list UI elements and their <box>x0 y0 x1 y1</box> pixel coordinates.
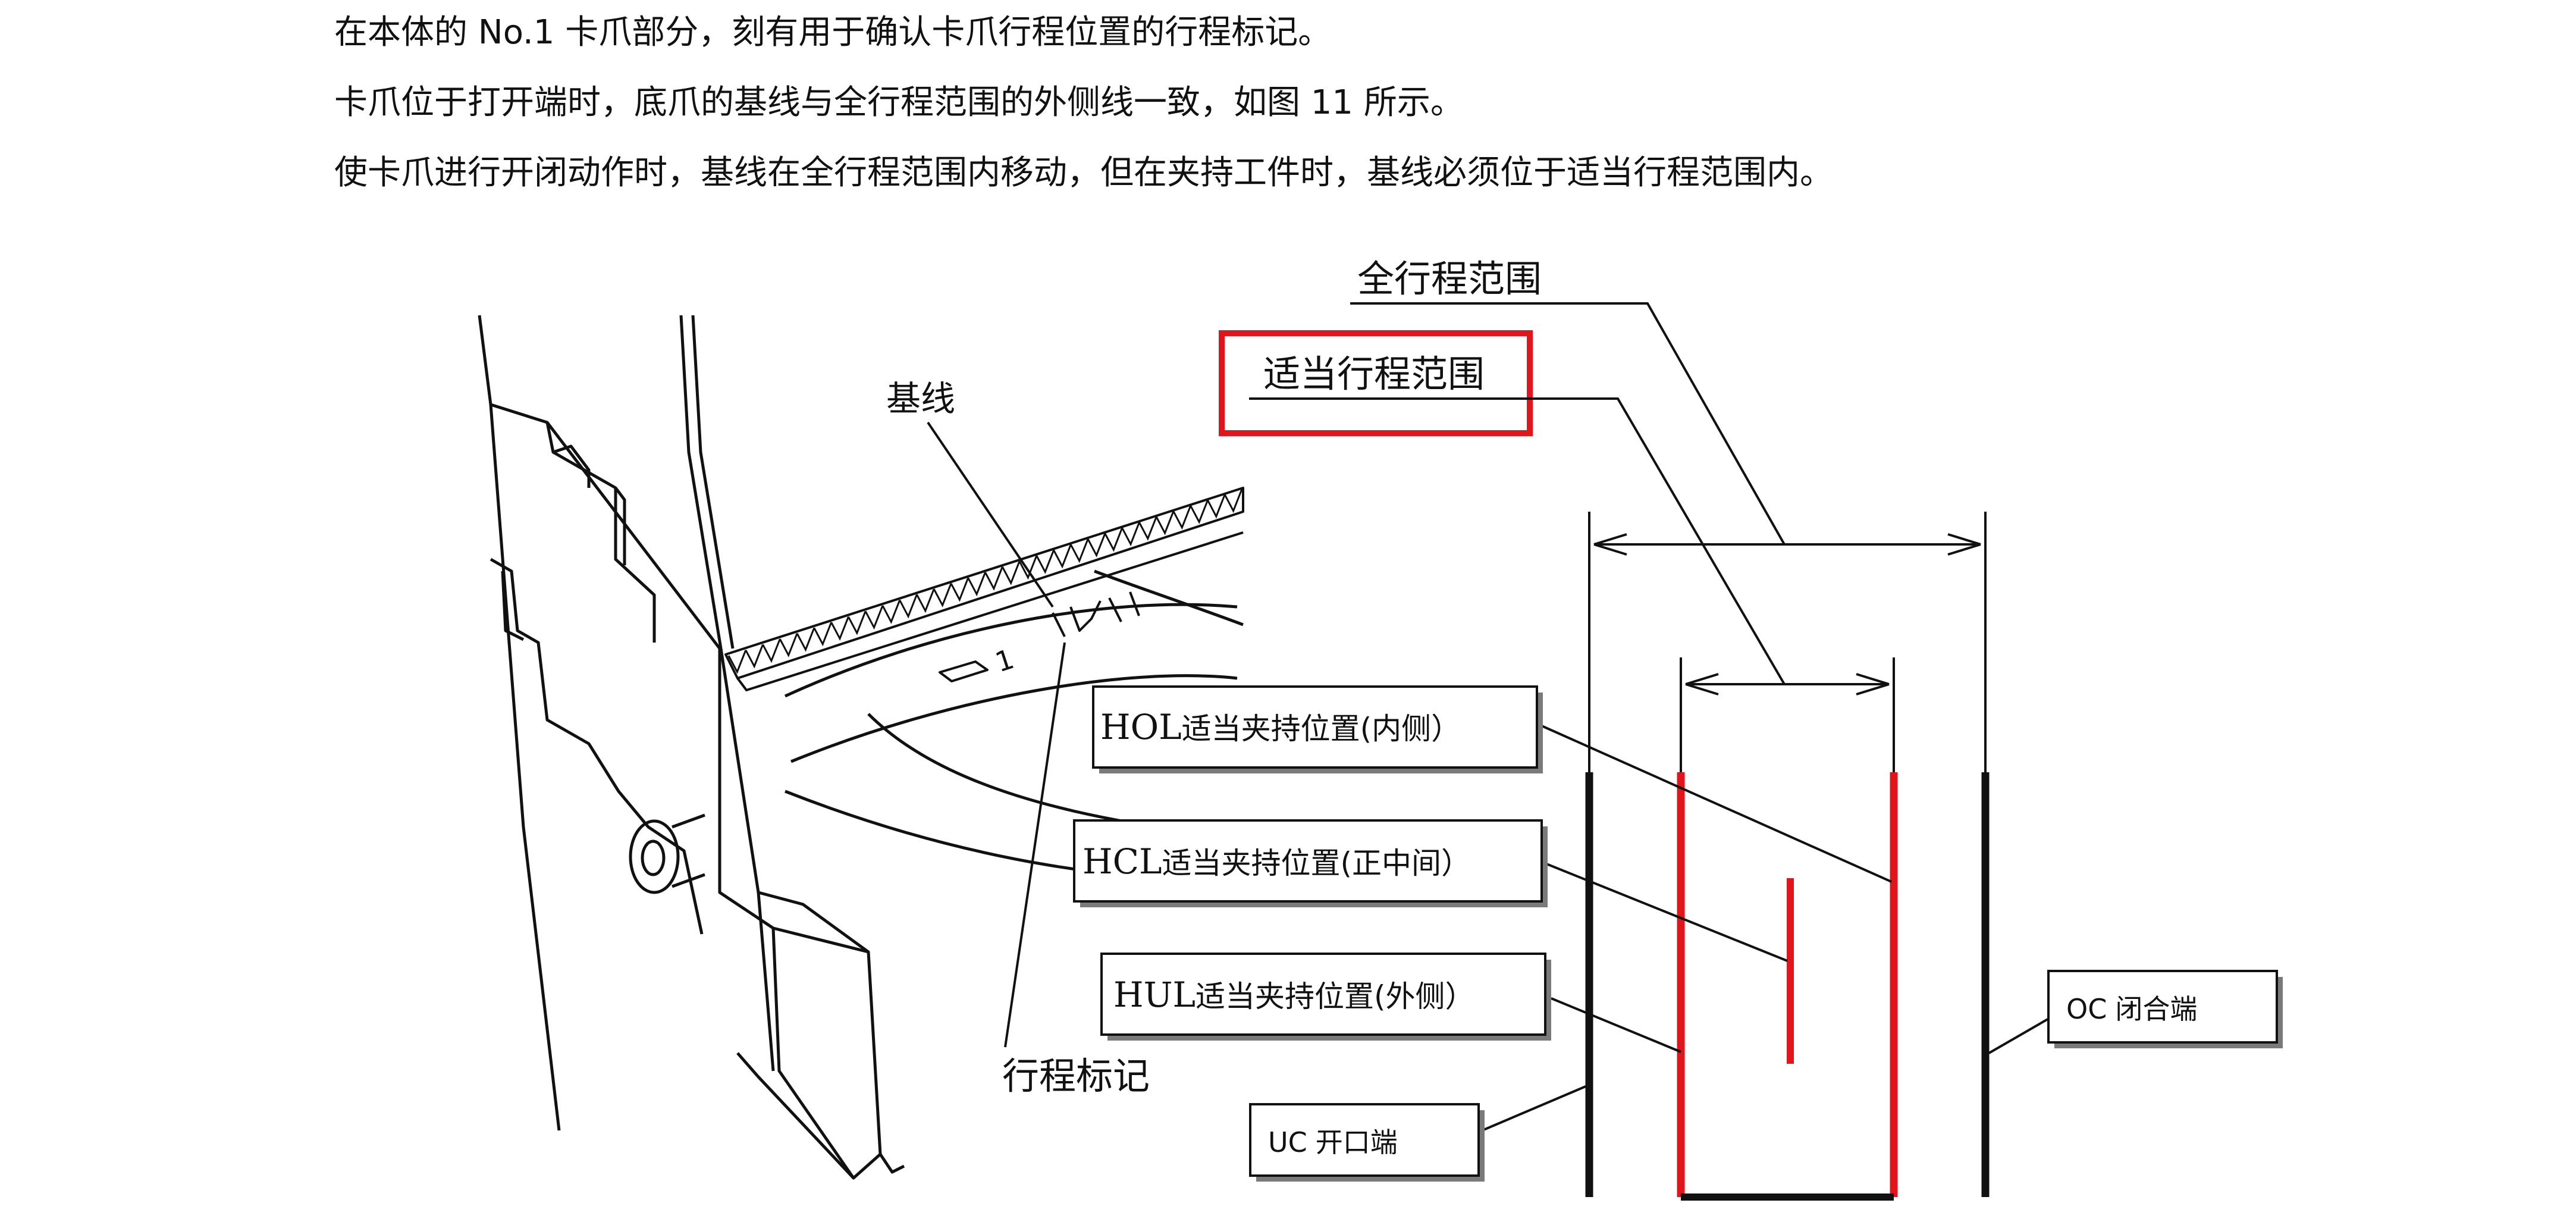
svg-text:HOL适当夹持位置(内侧）: HOL适当夹持位置(内侧） <box>1100 707 1461 747</box>
jaw-profile <box>490 557 704 935</box>
body-inner-edge-2 <box>691 315 735 649</box>
callout-hol: HOL适当夹持位置(内侧） <box>1092 685 1543 773</box>
stroke-mark-leader <box>1004 642 1066 1048</box>
proper-stroke-label: 适当行程范围 <box>1263 352 1485 396</box>
hul-text: 适当夹持位置(外侧） <box>1196 979 1475 1014</box>
baseline-leader <box>927 421 1054 608</box>
callout-hul: HUL适当夹持位置(外侧） <box>1100 953 1551 1041</box>
oc-code: OC <box>2066 993 2107 1025</box>
proper-stroke-dimension <box>1680 657 1895 772</box>
uc-text: 开口端 <box>1316 1126 1398 1158</box>
intro-line-3: 使卡爪进行开闭动作时，基线在全行程范围内移动，但在夹持工件时，基线必须位于适当行… <box>334 154 1833 192</box>
body-left-edge <box>478 315 561 1131</box>
arc-rail-2 <box>790 674 1238 763</box>
callout-hcl: HCL适当夹持位置(正中间） <box>1073 819 1548 907</box>
jaw-number: 1 <box>992 643 1018 678</box>
hol-text: 适当夹持位置(内侧） <box>1182 712 1461 746</box>
full-stroke-dimension <box>1588 512 1987 772</box>
proper-stroke-leader <box>1249 397 1786 685</box>
callout-uc: UC 开口端 <box>1249 1103 1485 1182</box>
jaw-number-plate <box>939 660 989 682</box>
stroke-mark-lines <box>1052 591 1140 637</box>
svg-text:HCL适当夹持位置(正中间）: HCL适当夹持位置(正中间） <box>1083 841 1471 882</box>
proper-stroke-highlight-box <box>1219 330 1533 436</box>
top-jaw-block <box>490 403 882 1180</box>
hol-code: HOL <box>1100 707 1182 747</box>
hcl-code: HCL <box>1083 841 1162 882</box>
oc-text: 闭合端 <box>2115 993 2197 1025</box>
baseline-label: 基线 <box>886 378 955 419</box>
bolt-hole <box>629 819 680 894</box>
full-stroke-label: 全行程范围 <box>1357 257 1542 300</box>
intro-line-1: 在本体的 No.1 卡爪部分，刻有用于确认卡爪行程位置的行程标记。 <box>334 13 1332 52</box>
hcl-text: 适当夹持位置(正中间） <box>1162 846 1471 881</box>
uc-code: UC <box>1268 1126 1307 1158</box>
callout-leaders <box>1482 725 2051 1132</box>
body-inner-edge <box>679 315 775 1072</box>
svg-text:HUL适当夹持位置(外侧）: HUL适当夹持位置(外侧） <box>1113 975 1475 1015</box>
serrated-rack <box>724 487 1244 679</box>
intro-line-2: 卡爪位于打开端时，底爪的基线与全行程范围的外侧线一致，如图 11 所示。 <box>334 83 1464 122</box>
rack-teeth <box>727 488 1243 674</box>
full-stroke-leader <box>1350 302 1786 545</box>
arc-rail-1 <box>784 603 1238 698</box>
stroke-mark-label: 行程标记 <box>1002 1054 1150 1098</box>
hul-code: HUL <box>1113 975 1196 1015</box>
